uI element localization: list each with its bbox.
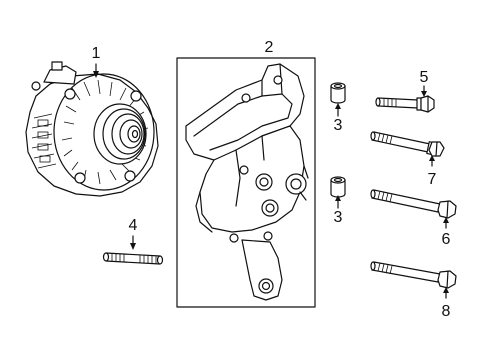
callout-4: 4 [129,217,138,234]
bolt-5 [375,95,435,113]
callout-2: 2 [265,39,274,56]
bolt-8 [370,261,457,289]
spacer-lower [330,176,346,198]
callout-1: 1 [92,45,101,62]
stud-part [102,252,164,265]
bolt-7 [370,131,445,157]
callout-8: 8 [442,303,451,320]
callout-6-arrow [443,217,449,223]
bolt-6 [370,189,457,219]
bracket-part [185,63,309,301]
callout-3-upper: 3 [334,117,343,134]
bracket-group-box [176,57,316,308]
callout-3-upper-arrow [335,103,341,109]
callout-5-arrow [421,91,427,97]
callout-5: 5 [420,69,429,86]
alternator-part [25,61,159,197]
callout-7: 7 [428,171,437,188]
callout-8-arrow [443,287,449,293]
callout-7-arrow [429,155,435,161]
callout-3-lower-arrow [335,195,341,201]
callout-4-arrow [130,243,136,250]
callout-1-arrow [93,71,99,78]
spacer-upper [330,82,346,104]
callout-3-lower: 3 [334,209,343,226]
callout-6: 6 [442,231,451,248]
